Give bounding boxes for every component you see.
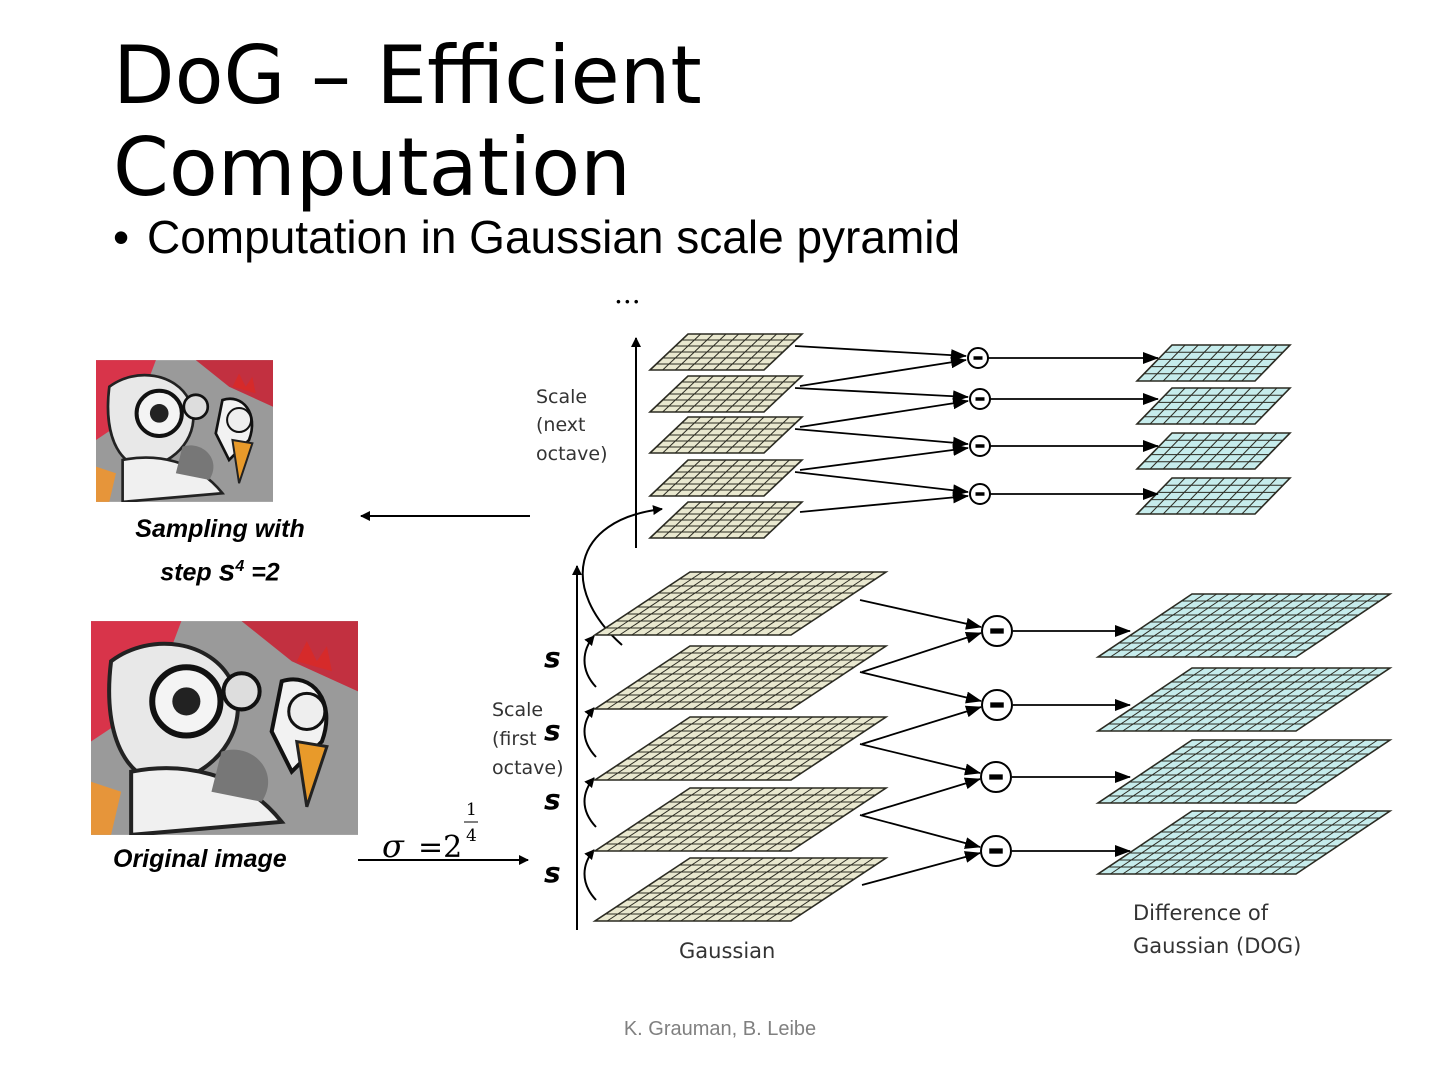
dog-layer-next-1 [1137, 345, 1290, 381]
dog-layer-next-3 [1137, 433, 1290, 469]
dog-layer-first-4 [1098, 811, 1390, 874]
dog-layer-first-1 [1098, 594, 1390, 657]
scale-first-label-line2: (first [492, 728, 537, 750]
dog-label-line2: Gaussian (DOG) [1133, 934, 1301, 958]
scale-first-label-line1: Scale [492, 699, 543, 721]
dog-layers-first-octave [1098, 594, 1390, 874]
connector-first-upper-3 [860, 744, 980, 773]
s-curve-2 [585, 708, 597, 757]
s-curved-arrows [585, 636, 597, 900]
sigma-exp-numerator: 1 [466, 800, 477, 820]
s-curve-4 [585, 850, 597, 900]
connector-next-upper-2 [795, 388, 968, 397]
connector-next-lower-4 [800, 496, 968, 512]
ellipsis: ... [614, 277, 641, 310]
s-curve-3 [585, 778, 597, 827]
scale-first-label-line3: octave) [492, 757, 564, 779]
dog-layer-next-4 [1137, 478, 1290, 514]
s-marker-1: s [544, 641, 561, 674]
sigma-formula: σ =2 1 4 [382, 800, 478, 865]
scale-next-label-line1: Scale [536, 386, 587, 408]
dog-layer-first-3 [1098, 740, 1390, 803]
connector-first-lower-1 [862, 633, 981, 672]
connector-next-lower-1 [800, 360, 966, 386]
connector-next-lower-2 [800, 401, 968, 427]
s-marker-2: s [544, 714, 561, 747]
dog-label-line1: Difference of [1133, 901, 1269, 925]
dog-label: Difference of Gaussian (DOG) [1133, 901, 1301, 958]
gaussian-layers-first-octave [595, 572, 886, 921]
sigma-exp-denominator: 4 [466, 826, 477, 846]
slide-footer: K. Grauman, B. Leibe [0, 1018, 1440, 1041]
minus-circle-next-2 [970, 389, 990, 409]
gaussian-layer-next-5 [650, 502, 802, 538]
minus-circle-next-4 [970, 484, 990, 504]
gaussian-label: Gaussian [679, 939, 775, 963]
gaussian-layer-first-5 [595, 858, 886, 921]
scale-next-octave-label: Scale (next octave) [536, 386, 608, 465]
dog-layers-next-octave [1137, 345, 1290, 514]
gaussian-layer-next-3 [650, 417, 802, 453]
dog-layer-next-2 [1137, 388, 1290, 424]
gaussian-layers-next-octave [650, 334, 802, 538]
gaussian-layer-next-4 [650, 460, 802, 496]
minus-circle-first-1 [982, 616, 1012, 646]
minus-circle-next-1 [968, 348, 988, 368]
connector-next-upper-3 [795, 429, 968, 444]
gaussian-layer-next-1 [650, 334, 802, 370]
minus-circle-next-3 [970, 436, 990, 456]
minus-circle-first-4 [981, 836, 1011, 866]
connector-first-upper-1 [860, 600, 981, 627]
gaussian-layer-first-2 [595, 646, 886, 709]
connector-first-lower-3 [862, 779, 980, 815]
connector-first-upper-2 [860, 672, 981, 701]
connector-next-upper-4 [795, 472, 968, 492]
s-curve-1 [585, 636, 597, 687]
gaussian-layer-first-1 [595, 572, 886, 635]
gaussian-layer-first-3 [595, 717, 886, 780]
scale-next-label-line2: (next [536, 414, 586, 436]
dog-layer-first-2 [1098, 668, 1390, 731]
connector-first-lower-2 [862, 707, 981, 744]
connector-next-upper-1 [795, 346, 966, 356]
gaussian-layer-first-4 [595, 788, 886, 851]
scale-next-label-line3: octave) [536, 443, 608, 465]
s-marker-4: s [544, 856, 561, 889]
connector-next-lower-3 [800, 448, 968, 470]
connector-first-upper-4 [860, 815, 980, 847]
gaussian-layer-next-2 [650, 376, 802, 412]
minus-circle-first-3 [981, 762, 1011, 792]
minus-circle-first-2 [982, 690, 1012, 720]
s-marker-3: s [544, 783, 561, 816]
